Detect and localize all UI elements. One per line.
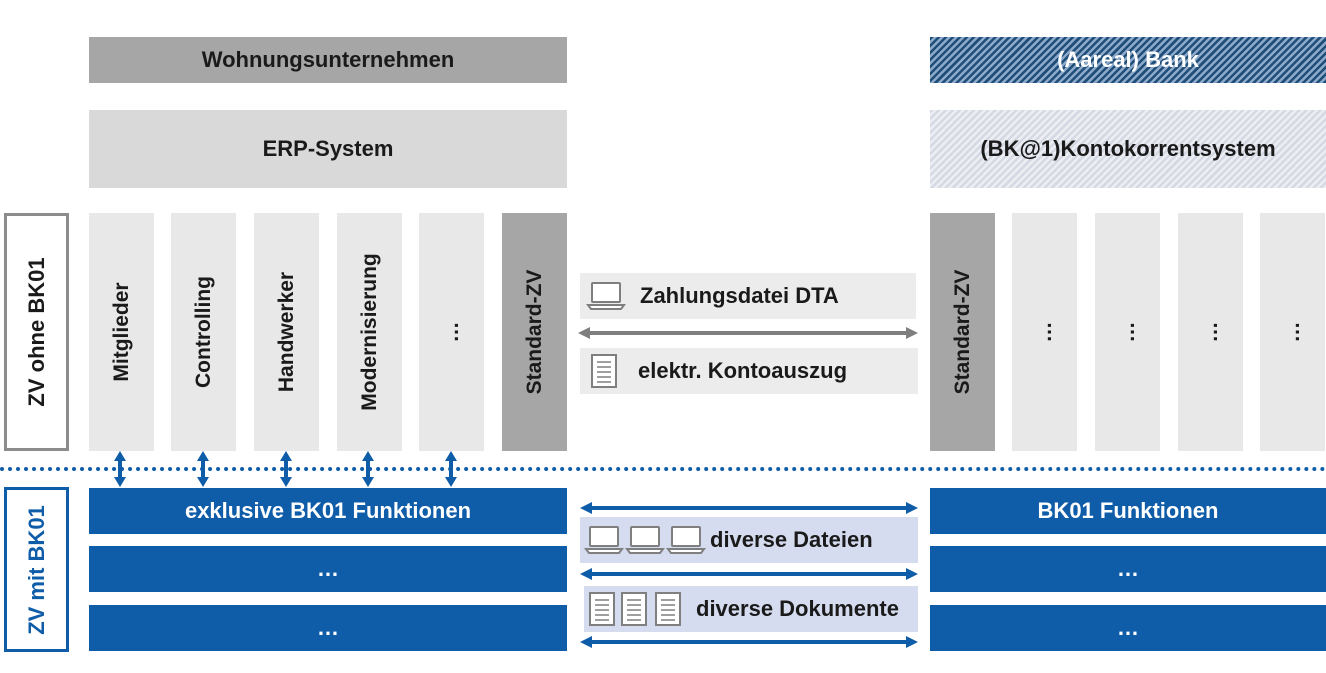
separator-line (0, 467, 1326, 471)
exclusive-functions-bar: exklusive BK01 Funktionen (89, 488, 567, 534)
column-right-more-2-label: … (1115, 321, 1139, 343)
column-modernization: Modernisierung (337, 213, 402, 451)
bank-header-label: (Aareal) Bank (1057, 47, 1199, 72)
document-icon (655, 592, 681, 626)
column-right-more-1-label: … (1032, 321, 1056, 343)
column-right-more-4: … (1260, 213, 1325, 451)
document-icon (589, 592, 615, 626)
column-more-label: … (439, 321, 463, 343)
updown-arrow-2 (197, 451, 209, 487)
exclusive-functions-label: exklusive BK01 Funktionen (184, 498, 472, 523)
zv-without-bk01-label: ZV ohne BK01 (23, 257, 49, 407)
various-documents-box: diverse Dokumente (584, 586, 918, 632)
bank-statement-label: elektr. Kontoauszug (638, 358, 848, 383)
left-more-label-2: … (317, 615, 339, 640)
column-standard-zv-left-label: Standard-ZV (522, 269, 546, 395)
updown-arrow-5 (445, 451, 457, 487)
left-more-bar-2: … (89, 605, 567, 651)
bidirectional-arrow-lower-1 (580, 502, 918, 514)
document-icon (621, 592, 647, 626)
various-files-label: diverse Dateien (710, 527, 873, 552)
column-right-more-3: … (1178, 213, 1243, 451)
column-right-more-2: … (1095, 213, 1160, 451)
column-members-label: Mitglieder (109, 282, 133, 382)
document-icon (591, 354, 617, 388)
bk01-functions-bar: BK01 Funktionen (930, 488, 1326, 534)
payment-file-label: Zahlungsdatei DTA (640, 283, 839, 308)
right-more-label-2: … (1117, 615, 1139, 640)
zv-with-bk01-box: ZV mit BK01 (4, 487, 69, 652)
updown-arrow-1 (114, 451, 126, 487)
right-more-label-1: … (1117, 556, 1139, 581)
bidirectional-arrow-lower-3 (580, 636, 918, 648)
erp-system-label: ERP-System (262, 136, 394, 161)
column-controlling-label: Controlling (191, 276, 215, 388)
laptop-icon (584, 526, 624, 554)
left-more-label-1: … (317, 556, 339, 581)
updown-arrow-3 (280, 451, 292, 487)
column-members: Mitglieder (89, 213, 154, 451)
company-header-label: Wohnungsunternehmen (201, 47, 455, 72)
column-standard-zv-left: Standard-ZV (502, 213, 567, 451)
bidirectional-arrow-upper (578, 327, 918, 339)
left-more-bar-1: … (89, 546, 567, 592)
column-more: … (419, 213, 484, 451)
bank-statement-box: elektr. Kontoauszug (580, 348, 918, 394)
bk01-functions-label: BK01 Funktionen (1037, 498, 1219, 523)
column-standard-zv-right-label: Standard-ZV (950, 269, 974, 395)
column-modernization-label: Modernisierung (357, 253, 381, 411)
column-right-more-4-label: … (1280, 321, 1304, 343)
column-standard-zv-right: Standard-ZV (930, 213, 995, 451)
zv-with-bk01-label: ZV mit BK01 (23, 504, 49, 635)
updown-arrow-4 (362, 451, 374, 487)
right-more-bar-2: … (930, 605, 1326, 651)
bidirectional-arrow-lower-2 (580, 568, 918, 580)
account-system-box: (BK@1)Kontokorrentsystem (930, 110, 1326, 188)
column-right-more-1: … (1012, 213, 1077, 451)
account-system-label: (BK@1)Kontokorrentsystem (980, 136, 1276, 161)
payment-file-box: Zahlungsdatei DTA (580, 273, 916, 319)
column-controlling: Controlling (171, 213, 236, 451)
column-craftsmen-label: Handwerker (274, 271, 298, 393)
erp-system-box: ERP-System (89, 110, 567, 188)
company-header: Wohnungsunternehmen (89, 37, 567, 83)
various-files-box: diverse Dateien (580, 517, 918, 563)
column-right-more-3-label: … (1198, 321, 1222, 343)
laptop-icon (625, 526, 665, 554)
laptop-icon (666, 526, 706, 554)
various-documents-label: diverse Dokumente (696, 596, 899, 621)
zv-without-bk01-box: ZV ohne BK01 (4, 213, 69, 451)
column-craftsmen: Handwerker (254, 213, 319, 451)
laptop-icon (586, 282, 626, 310)
right-more-bar-1: … (930, 546, 1326, 592)
bank-header: (Aareal) Bank (930, 37, 1326, 83)
